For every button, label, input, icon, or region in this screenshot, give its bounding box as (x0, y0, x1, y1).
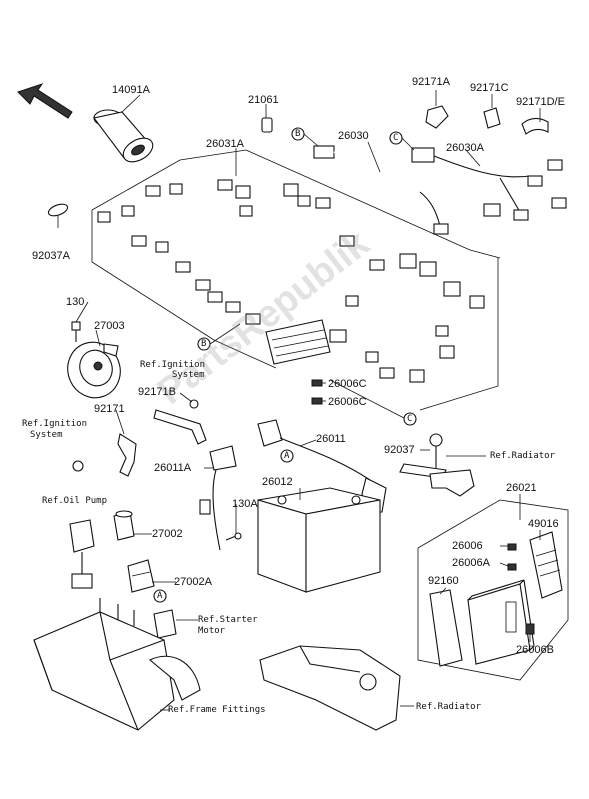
ref-ignition-system-1: Ref.Ignition (140, 360, 206, 370)
clamp-92171de[interactable] (521, 108, 549, 135)
ref-oil-pump: Ref.Oil Pump (42, 496, 108, 506)
marker-b-top-label: B (295, 129, 301, 139)
sub-harness-26030a[interactable] (411, 147, 567, 221)
fuse-26006[interactable] (507, 543, 517, 551)
fuse-26006b[interactable] (525, 623, 535, 635)
relay-27002a[interactable] (127, 559, 155, 593)
label-27003: 27003 (94, 320, 125, 332)
label-26006: 26006 (452, 540, 483, 552)
relay-27002[interactable] (113, 510, 135, 541)
tray-radiator[interactable] (259, 645, 401, 731)
label-26021: 26021 (506, 482, 537, 494)
label-27002: 27002 (152, 528, 183, 540)
label-26030a: 26030A (446, 142, 484, 154)
front-direction-arrow (17, 83, 73, 119)
starter-relay[interactable] (153, 609, 177, 639)
fuse-26006c-2[interactable] (311, 397, 323, 405)
label-26011a: 26011A (154, 462, 192, 474)
marker-c-top-label: C (393, 133, 399, 143)
label-26006b: 26006B (516, 644, 554, 656)
label-92171: 92171 (94, 403, 125, 415)
label-26006a: 26006A (452, 557, 490, 569)
label-14091a: 14091A (112, 84, 150, 96)
label-49016: 49016 (528, 518, 559, 530)
label-92171b: 92171B (138, 386, 176, 398)
ref-ignition-system-2-line2: System (30, 430, 63, 440)
cover-49016[interactable] (529, 531, 563, 599)
fuse-26006a[interactable] (507, 563, 517, 571)
fuse-box-26021[interactable] (467, 579, 535, 665)
ref-starter-motor-line2: Motor (198, 626, 226, 636)
label-130a: 130A (232, 498, 258, 510)
clamp-92171a[interactable] (425, 90, 449, 129)
ref-starter-motor: Ref.Starter (198, 615, 258, 625)
bracket-92160[interactable] (429, 589, 463, 667)
ref-radiator-1: Ref.Radiator (490, 451, 556, 461)
sub-harness-26030[interactable] (313, 145, 501, 235)
label-26012: 26012 (262, 476, 293, 488)
band-92037a[interactable] (47, 202, 69, 228)
ref-ignition-system-1-line2: System (172, 370, 205, 380)
bolt-130a[interactable] (225, 532, 242, 541)
relay-oil-pump[interactable] (69, 519, 95, 589)
marker-c-mid-label: C (407, 414, 413, 424)
label-26031a: 26031A (206, 138, 244, 150)
marker-a-relay (153, 589, 167, 603)
label-26011: 26011 (316, 433, 346, 445)
label-26006c-2: 26006C (328, 396, 367, 408)
main-harness-outline (91, 149, 501, 411)
fuse-26006c-1[interactable] (311, 379, 323, 387)
harness-26031a[interactable] (97, 179, 485, 383)
marker-a-cable-label: A (284, 451, 290, 461)
label-26030: 26030 (338, 130, 369, 142)
fuse-box-outline (417, 499, 569, 681)
label-26006c-1: 26006C (328, 378, 367, 390)
label-92037a: 92037A (32, 250, 70, 262)
leader-lines (75, 141, 541, 711)
battery-cable-26011a[interactable] (199, 445, 237, 551)
marker-a-relay-label: A (157, 591, 163, 601)
nut-ignition[interactable] (72, 460, 84, 472)
label-92160: 92160 (428, 575, 459, 587)
battery-case[interactable] (33, 598, 201, 731)
clamp-92171c[interactable] (483, 94, 501, 129)
label-92171a: 92171A (412, 76, 450, 88)
label-92037: 92037 (384, 444, 415, 456)
battery-bracket-92037[interactable] (399, 433, 475, 497)
ref-radiator-2: Ref.Radiator (416, 702, 482, 712)
marker-a-cable (280, 449, 294, 463)
ref-ignition-system-2: Ref.Ignition (22, 419, 88, 429)
label-21061: 21061 (248, 94, 279, 106)
cover-cap-part[interactable] (93, 109, 157, 167)
label-130: 130 (66, 296, 85, 308)
marker-b-mid-label: B (201, 339, 207, 349)
clip-part-21061[interactable] (261, 104, 273, 133)
horn-27003[interactable] (60, 335, 128, 405)
ref-frame-fittings: Ref.Frame Fittings (168, 705, 266, 715)
bracket-92171[interactable] (117, 433, 137, 477)
label-27002a: 27002A (174, 576, 212, 588)
label-92171c: 92171C (470, 82, 509, 94)
label-92171de: 92171D/E (516, 96, 565, 108)
battery-26012[interactable] (257, 487, 381, 593)
marker-c-mid (403, 412, 417, 426)
bolt-130[interactable] (71, 321, 81, 342)
